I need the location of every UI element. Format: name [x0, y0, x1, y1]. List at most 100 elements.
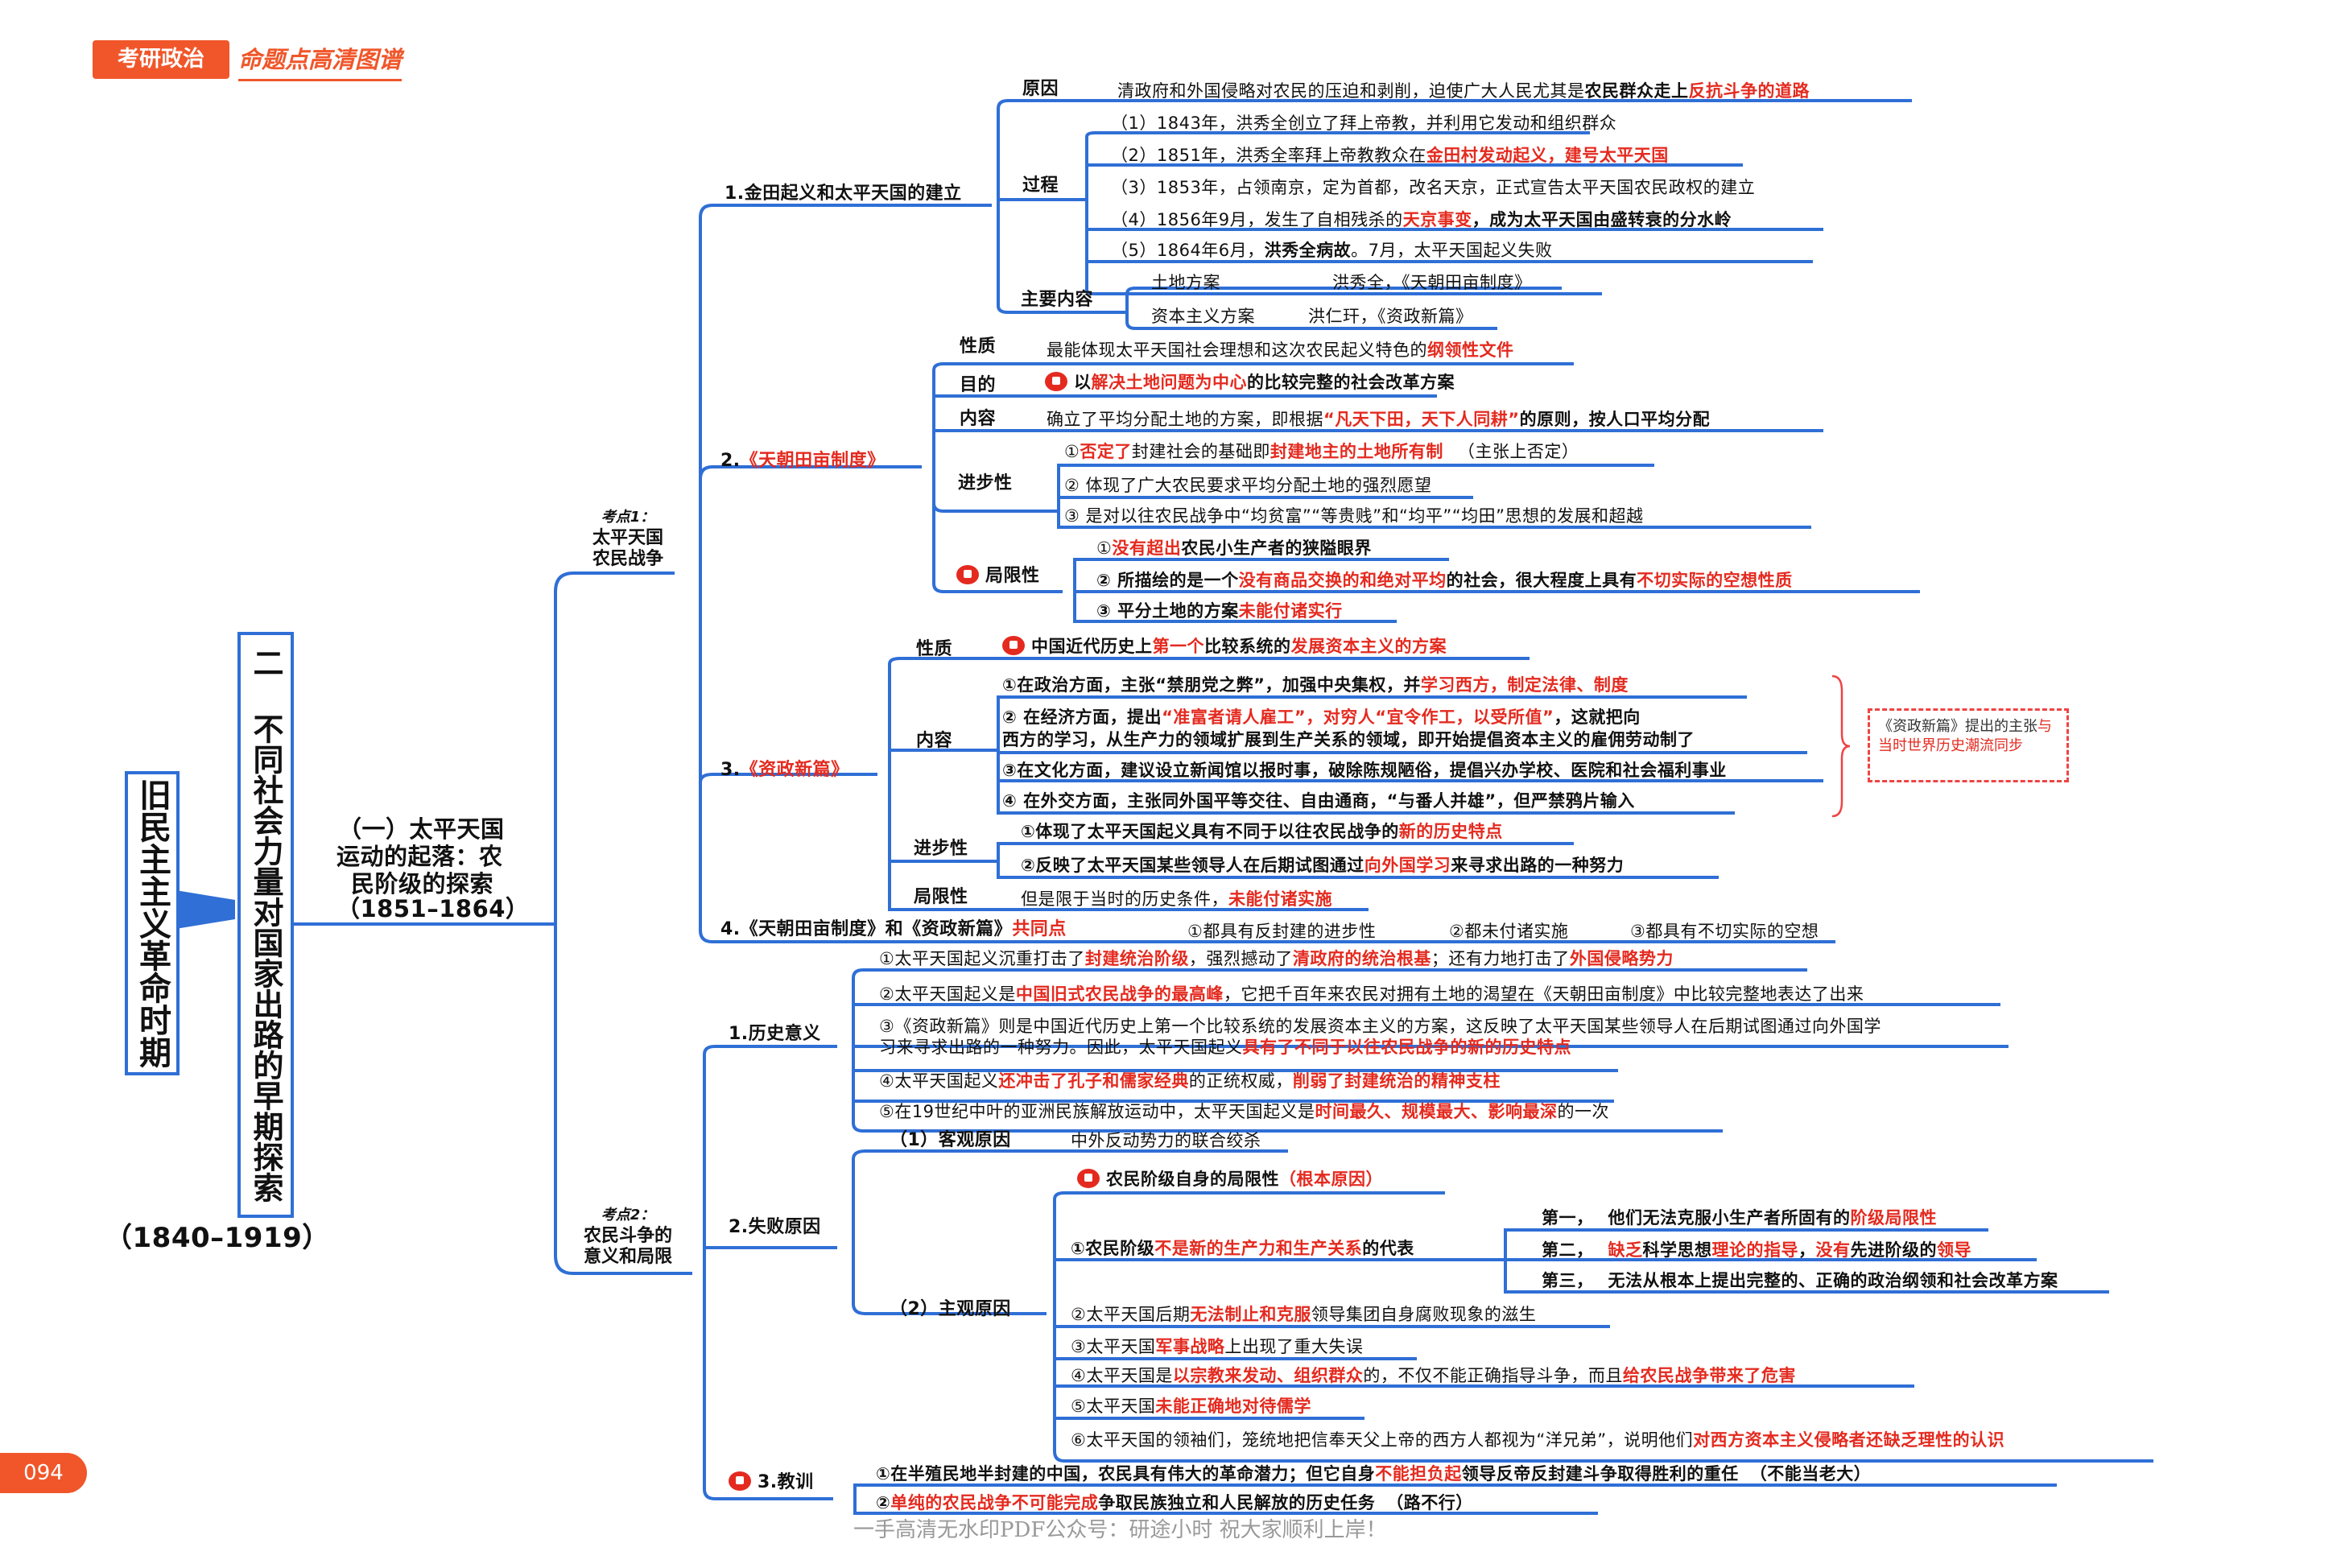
- b1-p5b: 洪秀全病故: [1264, 241, 1352, 260]
- b2-content-t2: “凡天下田，天下人同耕”: [1323, 410, 1520, 429]
- s2-3a: ③太平天国: [1071, 1337, 1156, 1356]
- b3-note-t1: 《资政新篇》提出的主张: [1878, 718, 2037, 735]
- s3-2d: （路不行）: [1386, 1493, 1473, 1512]
- b3-limit-label: 局限性: [914, 887, 968, 907]
- s2-d3b: 无法从根本上提出完整的、正确的政治纲领和社会改革方案: [1608, 1271, 2058, 1290]
- b3-content-2a: ② 在经济方面，提出“准富者请人雇工”，对穷人“宜令作工，以受所值”，这就把向: [1002, 707, 1641, 728]
- s2-d2d: 理论的指导: [1711, 1240, 1798, 1260]
- kp1-tag: 考点1：: [601, 509, 655, 526]
- b3-content-1: ①在政治方面，主张“禁朋党之弊”，加强中央集权，并学习西方，制定法律、制度: [1002, 675, 1629, 695]
- s2-sub-3: ③太平天国军事战略上出现了重大失误: [1071, 1336, 1363, 1357]
- s2-1b: 不是新的生产力和生产关系: [1154, 1239, 1363, 1258]
- s2-d2f: 没有: [1815, 1240, 1851, 1260]
- period-title: 旧民主主义革命时期: [134, 778, 171, 1068]
- b2-content-t3: 的原则，按人口平均分配: [1519, 410, 1711, 429]
- chapter-box: 二 不同社会力量对国家出路的早期探索: [237, 632, 294, 1218]
- b2-label: 2.《天朝田亩制度》: [720, 451, 886, 472]
- s3-2c: 争取民族独立和人民解放的历史任务: [1098, 1493, 1376, 1512]
- b1-p4c: ，成为太平天国由盛转衰的分水岭: [1472, 210, 1732, 229]
- s1-item-4: ④太平天国起义还冲击了孔子和儒家经典的正统权威，削弱了封建统治的精神支柱: [879, 1071, 1501, 1091]
- b2-lm3a: ③ 平分土地的方案: [1096, 601, 1239, 621]
- s2-6b: 对西方资本主义侵略者还缺乏理性的认识: [1693, 1430, 2005, 1450]
- b1-content-r1b: 洪秀全，《天朝田亩制度》: [1332, 273, 1532, 292]
- s2-3b: 军事战略: [1155, 1337, 1225, 1356]
- section-title-line3: 民阶级的探索: [351, 870, 494, 897]
- b3-note-t2: 与当时世界历史潮流同步: [1878, 718, 2052, 754]
- s1-2c: ，它把千百年来农民对拥有土地的渴望在《天朝田亩制度》中比较完整地表达了出来: [1223, 984, 1864, 1004]
- s3-1a: ①在半殖民地半封建的中国，农民具有伟大的革命潜力；但它自身: [876, 1464, 1376, 1483]
- b1-process-1: （1）1843年，洪秀全创立了拜上帝教，并利用它发动和组织群众: [1111, 113, 1617, 133]
- b2-progress-label: 进步性: [958, 473, 1013, 493]
- b1-p4b: 天京事变: [1402, 210, 1472, 229]
- s1-item-2: ②太平天国起义是中国旧式农民战争的最高峰，它把千百年来农民对拥有土地的渴望在《天…: [879, 984, 1864, 1005]
- s1-5c: 的一次: [1557, 1102, 1610, 1121]
- b2-pg1c: 封建社会的基础即: [1131, 442, 1270, 461]
- b3-ct2a: ② 在经济方面，提出: [1002, 708, 1162, 727]
- b3-pg2b: 向外国学习: [1364, 856, 1451, 875]
- b2-limit-1: ①没有超出农民小生产者的狭隘眼界: [1096, 538, 1372, 559]
- s3-item-2: ②单纯的农民战争不可能完成争取民族独立和人民解放的历史任务（路不行）: [876, 1492, 1473, 1513]
- b1-process-3: （3）1853年，占领南京，定为首都，改名天京，正式宣告太平天国农民政权的建立: [1111, 178, 1756, 197]
- s3-2b: 单纯的农民战争不可能完成: [890, 1493, 1099, 1512]
- kp1-title-line2: 农民战争: [592, 549, 663, 569]
- s2-2b: 无法制止和克服: [1190, 1305, 1311, 1324]
- s2-1a: ①农民阶级: [1071, 1239, 1155, 1258]
- b2-label-title: 《天朝田亩制度》: [740, 451, 886, 471]
- b3-ct2b: “准富者请人雇工”，对穷人“宜令作工，以受所值”: [1162, 708, 1554, 727]
- kp2-title-line2: 意义和局限: [583, 1247, 672, 1267]
- b1-content-r2a: 资本主义方案: [1151, 307, 1255, 326]
- s1-5a: ⑤在19世纪中叶的亚洲民族解放运动中，太平天国起义是: [879, 1102, 1315, 1121]
- s2-4d: 给农民战争带来了危害: [1622, 1366, 1796, 1385]
- b1-p5a: （5）1864年6月，: [1111, 241, 1265, 260]
- b2-content-label: 内容: [960, 409, 997, 429]
- b1-process-label: 过程: [1022, 175, 1059, 196]
- b3-label-title: 《资政新篇》: [740, 760, 849, 780]
- b2-lm1a: ①: [1096, 538, 1113, 558]
- s1-1e: ；还有力地打击了: [1431, 949, 1570, 968]
- s2-4a: ④太平天国是: [1071, 1366, 1173, 1385]
- b3-ct1a: ①在政治方面，主张“禁朋党之弊”，加强中央集权，并: [1002, 675, 1421, 695]
- b2-lm1c: 农民小生产者的狭隘眼界: [1181, 538, 1372, 558]
- b2-content-text: 确立了平均分配土地的方案，即根据“凡天下田，天下人同耕”的原则，按人口平均分配: [1047, 409, 1710, 430]
- s2-root-a: 农民阶级自身的局限性: [1106, 1170, 1279, 1189]
- s2-sub-6: ⑥太平天国的领袖们，笼统地把信奉天父上帝的西方人都视为“洋兄弟”，说明他们对西方…: [1071, 1430, 2004, 1450]
- b2-lm1b: 没有超出: [1112, 538, 1182, 558]
- s1-1c: ，强烈撼动了: [1188, 949, 1293, 968]
- s2-subjective-label: （2）主观原因: [890, 1299, 1011, 1319]
- b3-nature-t3: 比较系统的: [1204, 637, 1291, 656]
- s2-sub-4: ④太平天国是以宗教来发动、组织群众的，不仅不能正确指导斗争，而且给农民战争带来了…: [1071, 1365, 1796, 1386]
- s1-4b: 还冲击了孔子和儒家经典: [998, 1071, 1189, 1091]
- b2-purpose-t2: 解决土地问题为中心: [1091, 373, 1247, 392]
- kp2-tag: 考点2：: [601, 1207, 655, 1223]
- b1-process-4: （4）1856年9月，发生了自相残杀的天京事变，成为太平天国由盛转衰的分水岭: [1111, 209, 1732, 230]
- b3-limit-text: 但是限于当时的历史条件，未能付诸实施: [1021, 889, 1332, 910]
- s2-d3a: 第三，: [1542, 1271, 1594, 1290]
- s2-sub-5: ⑤太平天国未能正确地对待儒学: [1071, 1396, 1311, 1417]
- b4-item-2: ②都未付诸实施: [1449, 922, 1569, 941]
- b2-limit-3: ③ 平分土地的方案未能付诸实行: [1096, 600, 1343, 621]
- b2-lm2c: 的社会，很大程度上具有: [1446, 571, 1637, 590]
- b2-lm2a: ② 所描绘的是一个: [1096, 571, 1239, 590]
- s2-d2g: 先进阶级的: [1850, 1240, 1937, 1260]
- b2-purpose-t1: 以: [1074, 373, 1092, 392]
- b1-cause-t1: 清政府和外国侵略对农民的压迫和剥削，迫使广大人民尤其是: [1117, 81, 1585, 101]
- b3-pg1a: ①体现了太平天国起义具有不同于以往农民战争的: [1021, 822, 1399, 841]
- s2-detail-2: 第二，缺乏科学思想理论的指导，没有先进阶级的领导: [1542, 1240, 1971, 1261]
- b3-content-2b: 西方的学习，从生产力的领域扩展到生产关系的领域，即开始提倡资本主义的雇佣劳动制了: [1002, 730, 1695, 749]
- s2-sub-1: ①农民阶级不是新的生产力和生产关系的代表: [1071, 1238, 1414, 1259]
- section-title-line1: （一）太平天国: [338, 815, 505, 843]
- flag-icon: [729, 1471, 751, 1491]
- header-badge: 考研政治: [93, 40, 229, 79]
- b4-title: 《天朝田亩制度》和《资政新篇》: [740, 919, 1013, 939]
- b2-label-num: 2.: [720, 451, 741, 471]
- s2-d2b: 缺乏: [1608, 1240, 1643, 1260]
- b3-side-note: 《资政新篇》提出的主张与当时世界历史潮流同步: [1868, 708, 2069, 782]
- b3-lm-t1: 但是限于当时的历史条件，: [1021, 889, 1228, 909]
- s3-1b: 不能担负起: [1375, 1464, 1462, 1483]
- b4-label: 4.《天朝田亩制度》和《资政新篇》共同点: [720, 919, 1067, 940]
- s2-5b: 未能正确地对待儒学: [1155, 1397, 1311, 1416]
- b2-nature-label: 性质: [960, 336, 997, 357]
- s2-detail-1: 第一，他们无法克服小生产者所固有的阶级局限性: [1542, 1207, 1937, 1228]
- b1-process-2: （2）1851年，洪秀全率拜上帝教教众在金田村发动起义，建号太平天国: [1111, 145, 1669, 166]
